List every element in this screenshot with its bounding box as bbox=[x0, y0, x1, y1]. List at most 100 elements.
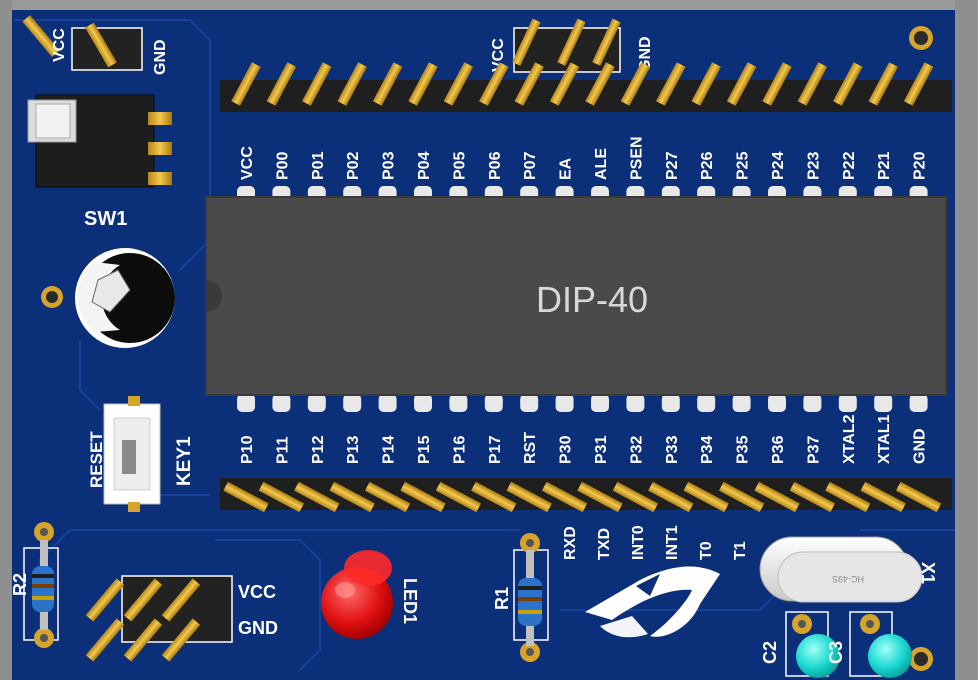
pin-label-p33: P33 bbox=[664, 435, 681, 464]
serial-label-rxd: RXD bbox=[562, 526, 579, 560]
pin-label-p27: P27 bbox=[664, 151, 681, 180]
header-vcc-label: VCC bbox=[51, 28, 68, 62]
chip-pad bbox=[626, 394, 645, 412]
pin-label-p07: P07 bbox=[522, 151, 539, 180]
header-center-vcc-label: VCC bbox=[490, 38, 507, 72]
chip-pad bbox=[874, 394, 893, 412]
header-pin bbox=[223, 481, 269, 513]
serial-label-t1: T1 bbox=[732, 541, 749, 560]
x1-label: X1 bbox=[918, 562, 938, 584]
pin-label-xtal1: XTAL1 bbox=[876, 414, 893, 464]
top-pin-header bbox=[220, 62, 952, 112]
header-pin bbox=[825, 481, 871, 513]
header-pin bbox=[691, 62, 721, 106]
pin-label-p26: P26 bbox=[699, 151, 716, 180]
serial-pin-labels: RXD TXD INT0 INT1 T0 T1 bbox=[562, 525, 749, 560]
crystal-x1: HC-49S X1 bbox=[759, 536, 938, 603]
chip-pad bbox=[520, 394, 539, 412]
header-pin bbox=[258, 481, 305, 513]
pin-label-p12: P12 bbox=[310, 435, 327, 464]
header-gnd-label: GND bbox=[152, 39, 169, 75]
mounting-holes bbox=[41, 26, 933, 671]
pin-label-p01: P01 bbox=[310, 151, 327, 180]
header-pin bbox=[231, 62, 261, 106]
header-pin bbox=[903, 62, 934, 106]
resistor-r2: R2 bbox=[10, 522, 59, 648]
header-pin bbox=[506, 481, 552, 513]
header-pin bbox=[789, 481, 836, 513]
chip-label: DIP-40 bbox=[536, 279, 648, 320]
serial-label-int0: INT0 bbox=[630, 525, 647, 560]
pin-label-p35: P35 bbox=[735, 435, 752, 464]
pin-label-ale: ALE bbox=[593, 148, 610, 180]
header-pin bbox=[656, 62, 686, 106]
header-pin bbox=[585, 62, 615, 106]
led1: LED1 bbox=[321, 550, 420, 639]
chip-pad bbox=[484, 394, 503, 412]
chip-pad bbox=[307, 394, 326, 412]
header-pin bbox=[612, 481, 659, 513]
serial-label-txd: TXD bbox=[596, 528, 613, 560]
bottom-pin-header bbox=[220, 478, 952, 513]
header-pin bbox=[302, 62, 332, 106]
header-pin bbox=[683, 481, 729, 513]
header-pin bbox=[762, 62, 792, 106]
header-pin bbox=[266, 62, 297, 106]
capacitor-c2: C2 bbox=[760, 611, 840, 678]
r2-label: R2 bbox=[10, 573, 30, 596]
chip-pad bbox=[803, 394, 822, 412]
header-pin bbox=[895, 481, 942, 513]
key1-label: KEY1 bbox=[174, 436, 195, 486]
header-pin bbox=[754, 481, 800, 513]
pin-label-p10: P10 bbox=[239, 435, 256, 464]
pin-label-p15: P15 bbox=[416, 435, 433, 464]
chip-pad bbox=[414, 394, 432, 412]
chip-pad bbox=[343, 394, 362, 412]
serial-label-int1: INT1 bbox=[664, 525, 681, 560]
r1-label: R1 bbox=[492, 587, 512, 610]
header-pin bbox=[549, 62, 580, 106]
pin-label-p24: P24 bbox=[770, 151, 787, 180]
pin-label-ea: EA bbox=[558, 157, 575, 180]
header-pin bbox=[479, 62, 509, 106]
sw1-switch[interactable]: SW1 bbox=[27, 94, 172, 230]
bottom-header-gnd-label: GND bbox=[238, 618, 278, 638]
pin-label-p36: P36 bbox=[770, 435, 787, 464]
header-pin bbox=[471, 481, 517, 513]
chip-pad bbox=[661, 394, 680, 412]
pin-label-rst: RST bbox=[522, 432, 539, 464]
pin-label-p06: P06 bbox=[487, 151, 504, 180]
chip-pad bbox=[909, 394, 928, 412]
pin-label-gnd: GND bbox=[912, 428, 929, 464]
header-pin bbox=[541, 481, 588, 513]
header-pin bbox=[797, 62, 828, 106]
pin-label-p14: P14 bbox=[381, 435, 398, 464]
header-pin bbox=[868, 62, 898, 106]
pin-label-p00: P00 bbox=[274, 151, 291, 180]
reset-label: RESET bbox=[87, 431, 106, 488]
chip-pad bbox=[449, 394, 468, 412]
pin-label-p22: P22 bbox=[841, 151, 858, 180]
header-pin bbox=[400, 481, 446, 513]
header-pin bbox=[372, 62, 403, 106]
serial-label-t0: T0 bbox=[698, 541, 715, 560]
chip-pad bbox=[697, 394, 716, 412]
pin-label-xtal2: XTAL2 bbox=[841, 414, 858, 464]
chip-bottom-pads bbox=[237, 394, 928, 412]
header-pin bbox=[435, 481, 482, 513]
led1-label: LED1 bbox=[400, 578, 420, 624]
power-header-bottom: VCC GND bbox=[85, 575, 278, 662]
header-pin bbox=[329, 481, 375, 513]
pin-label-p17: P17 bbox=[487, 435, 504, 464]
electrolytic-capacitor bbox=[75, 248, 175, 348]
dip40-chip: DIP-40 bbox=[205, 196, 947, 396]
pin-label-p34: P34 bbox=[699, 435, 716, 464]
header-pin bbox=[364, 481, 411, 513]
chip-pad bbox=[378, 394, 397, 412]
chip-pad bbox=[732, 394, 751, 412]
header-pin bbox=[726, 62, 757, 106]
chip-pad bbox=[591, 394, 609, 412]
reset-button[interactable]: RESET KEY1 bbox=[87, 396, 195, 512]
header-pin bbox=[718, 481, 765, 513]
